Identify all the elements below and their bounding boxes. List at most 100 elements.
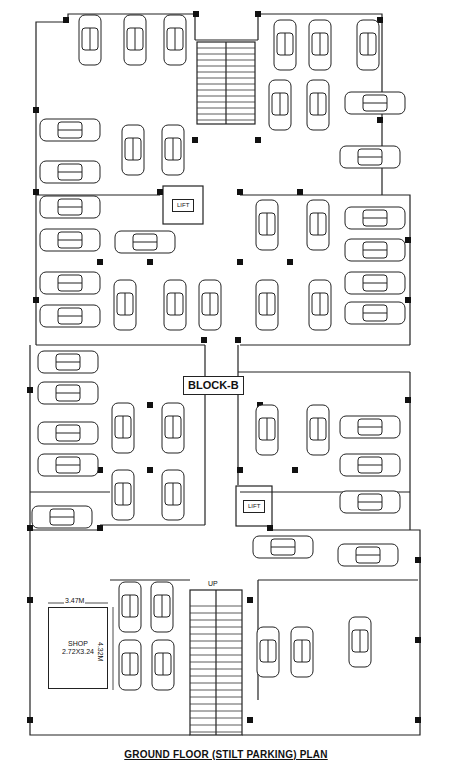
car xyxy=(38,351,98,373)
car xyxy=(40,229,100,251)
car xyxy=(340,146,400,168)
car xyxy=(40,272,100,294)
dimension-label: 4.32M xyxy=(97,641,104,662)
node-text: BLOCK-B xyxy=(188,379,239,392)
car xyxy=(119,640,141,690)
column xyxy=(405,237,411,243)
column xyxy=(33,107,39,113)
column xyxy=(27,717,33,723)
column xyxy=(193,11,199,17)
car xyxy=(38,422,98,444)
car xyxy=(307,405,329,455)
column xyxy=(97,525,103,531)
column xyxy=(235,337,241,343)
car xyxy=(40,305,100,327)
car xyxy=(349,617,371,667)
column xyxy=(405,297,411,303)
column xyxy=(405,397,411,403)
car xyxy=(274,20,296,70)
column xyxy=(237,259,243,265)
column xyxy=(27,597,33,603)
car xyxy=(340,454,400,476)
column xyxy=(192,137,198,143)
car xyxy=(162,125,184,175)
block-label-box: BLOCK-B xyxy=(183,376,244,395)
car xyxy=(257,627,279,677)
car xyxy=(119,582,141,632)
car xyxy=(256,405,278,455)
car xyxy=(345,272,405,294)
column xyxy=(287,259,293,265)
column xyxy=(297,189,303,195)
column xyxy=(237,467,243,473)
column xyxy=(255,11,261,17)
car xyxy=(114,280,136,330)
column xyxy=(292,467,298,473)
column xyxy=(97,259,103,265)
column xyxy=(63,17,69,23)
car xyxy=(309,20,331,70)
car xyxy=(340,491,400,513)
car xyxy=(256,200,278,250)
car xyxy=(151,582,173,632)
node-text: LIFT xyxy=(248,503,260,510)
lift-box: LIFT xyxy=(172,199,194,212)
dimension-label: 3.47M xyxy=(64,597,85,604)
car xyxy=(112,403,134,453)
car xyxy=(112,470,134,520)
car xyxy=(309,280,331,330)
column xyxy=(27,525,33,531)
column xyxy=(157,189,163,195)
car xyxy=(269,80,291,130)
car xyxy=(124,15,146,65)
column xyxy=(33,297,39,303)
car xyxy=(38,454,98,476)
car xyxy=(162,403,184,453)
column xyxy=(377,117,383,123)
car xyxy=(162,470,184,520)
car xyxy=(345,207,405,229)
car xyxy=(115,231,175,253)
car xyxy=(345,302,405,324)
column xyxy=(147,259,153,265)
column xyxy=(415,557,421,563)
car xyxy=(256,280,278,330)
column xyxy=(255,137,261,143)
column xyxy=(147,402,153,408)
car xyxy=(32,506,92,528)
column xyxy=(27,387,33,393)
car xyxy=(253,536,313,558)
car xyxy=(345,92,405,114)
car xyxy=(340,416,400,438)
car xyxy=(357,20,379,70)
column xyxy=(237,189,243,195)
car xyxy=(122,125,144,175)
car xyxy=(307,200,329,250)
car xyxy=(40,161,100,183)
lift-box: LIFT xyxy=(243,500,265,513)
car xyxy=(38,382,98,404)
car xyxy=(307,80,329,130)
column xyxy=(267,525,273,531)
car xyxy=(199,280,221,330)
car xyxy=(40,119,100,141)
car xyxy=(338,544,398,566)
node-text: LIFT xyxy=(177,202,189,209)
stair-label: UP xyxy=(207,580,219,587)
column xyxy=(247,597,253,603)
column xyxy=(147,467,153,473)
plan-caption: GROUND FLOOR (STILT PARKING) PLAN xyxy=(124,749,327,760)
car xyxy=(164,280,186,330)
node-text: SHOP 2.72X3.24 xyxy=(62,640,94,656)
column xyxy=(247,717,253,723)
column xyxy=(415,637,421,643)
car xyxy=(152,640,174,690)
column xyxy=(201,337,207,343)
car xyxy=(164,15,186,65)
column xyxy=(415,717,421,723)
car xyxy=(345,239,405,261)
car xyxy=(291,627,313,677)
car xyxy=(79,15,101,65)
car xyxy=(40,196,100,218)
